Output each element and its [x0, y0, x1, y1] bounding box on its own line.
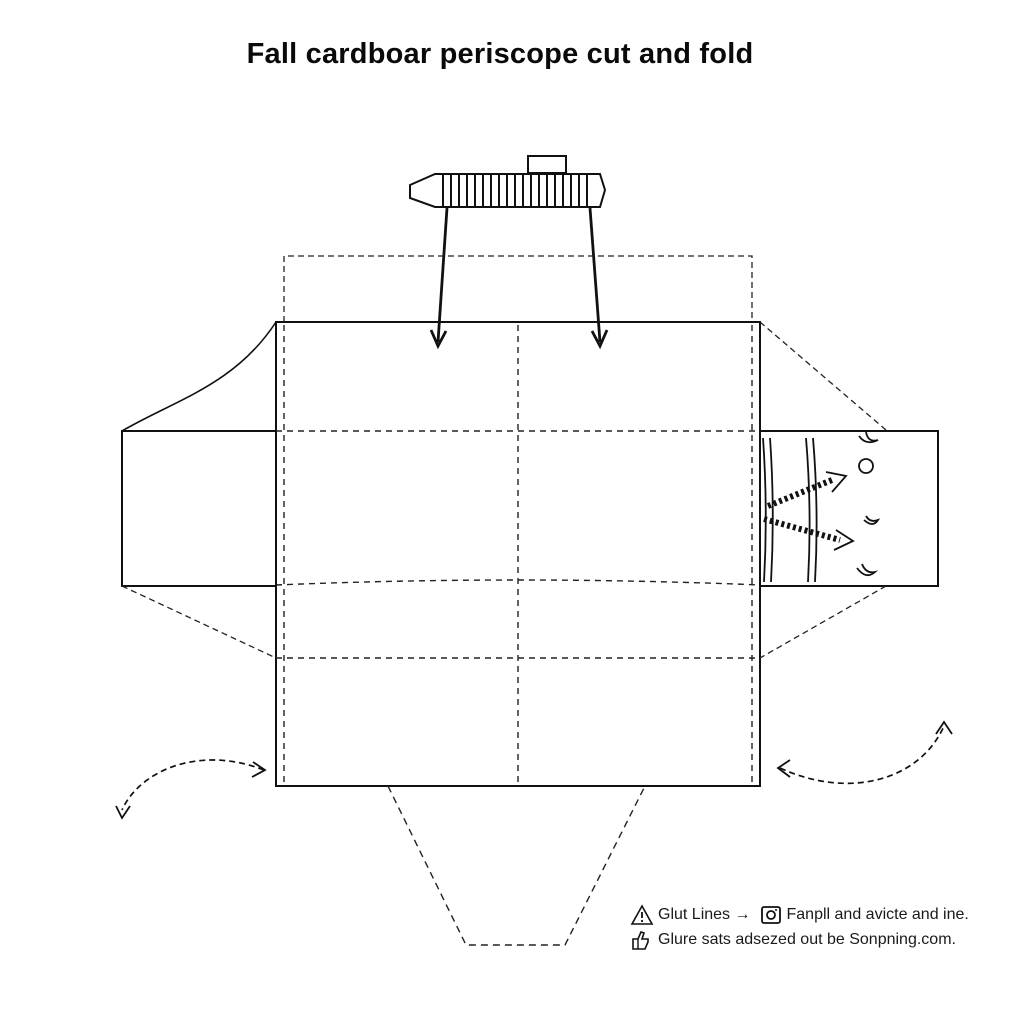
legend-row2-text: Glure sats adsezed out be Sonpning.com. [658, 931, 956, 948]
right-tab-flaps [759, 321, 887, 659]
top-dashed-outline [283, 255, 753, 322]
diagram-title: Fall cardboar periscope cut and fold [246, 38, 754, 70]
mirror-marks [856, 431, 881, 577]
submarine-icon [409, 155, 607, 208]
legend-arrow: → [734, 906, 751, 923]
legend-row-2: Glure sats adsezed out be Sonpning.com. [630, 927, 969, 952]
legend-glut-lines-label: Glut Lines [658, 906, 731, 923]
legend: Glut Lines → Fanpll and avicte and ine. … [630, 902, 969, 952]
fold-lines [275, 325, 761, 784]
right-tab [759, 430, 939, 587]
bottom-flap [387, 785, 646, 946]
legend-row-1: Glut Lines → Fanpll and avicte and ine. [630, 902, 969, 927]
submarine-down-arrows [429, 207, 609, 350]
left-tab [121, 321, 277, 587]
mirror-insert-drawing [762, 437, 855, 583]
hand-icon [630, 929, 654, 951]
camera-icon [759, 904, 783, 926]
left-tab-lower-flap [121, 585, 277, 659]
fold-arrow-left [121, 759, 265, 811]
legend-row1-text: Fanpll and avicte and ine. [786, 906, 969, 923]
warning-icon [630, 903, 654, 926]
fold-arrow-right [779, 725, 945, 785]
